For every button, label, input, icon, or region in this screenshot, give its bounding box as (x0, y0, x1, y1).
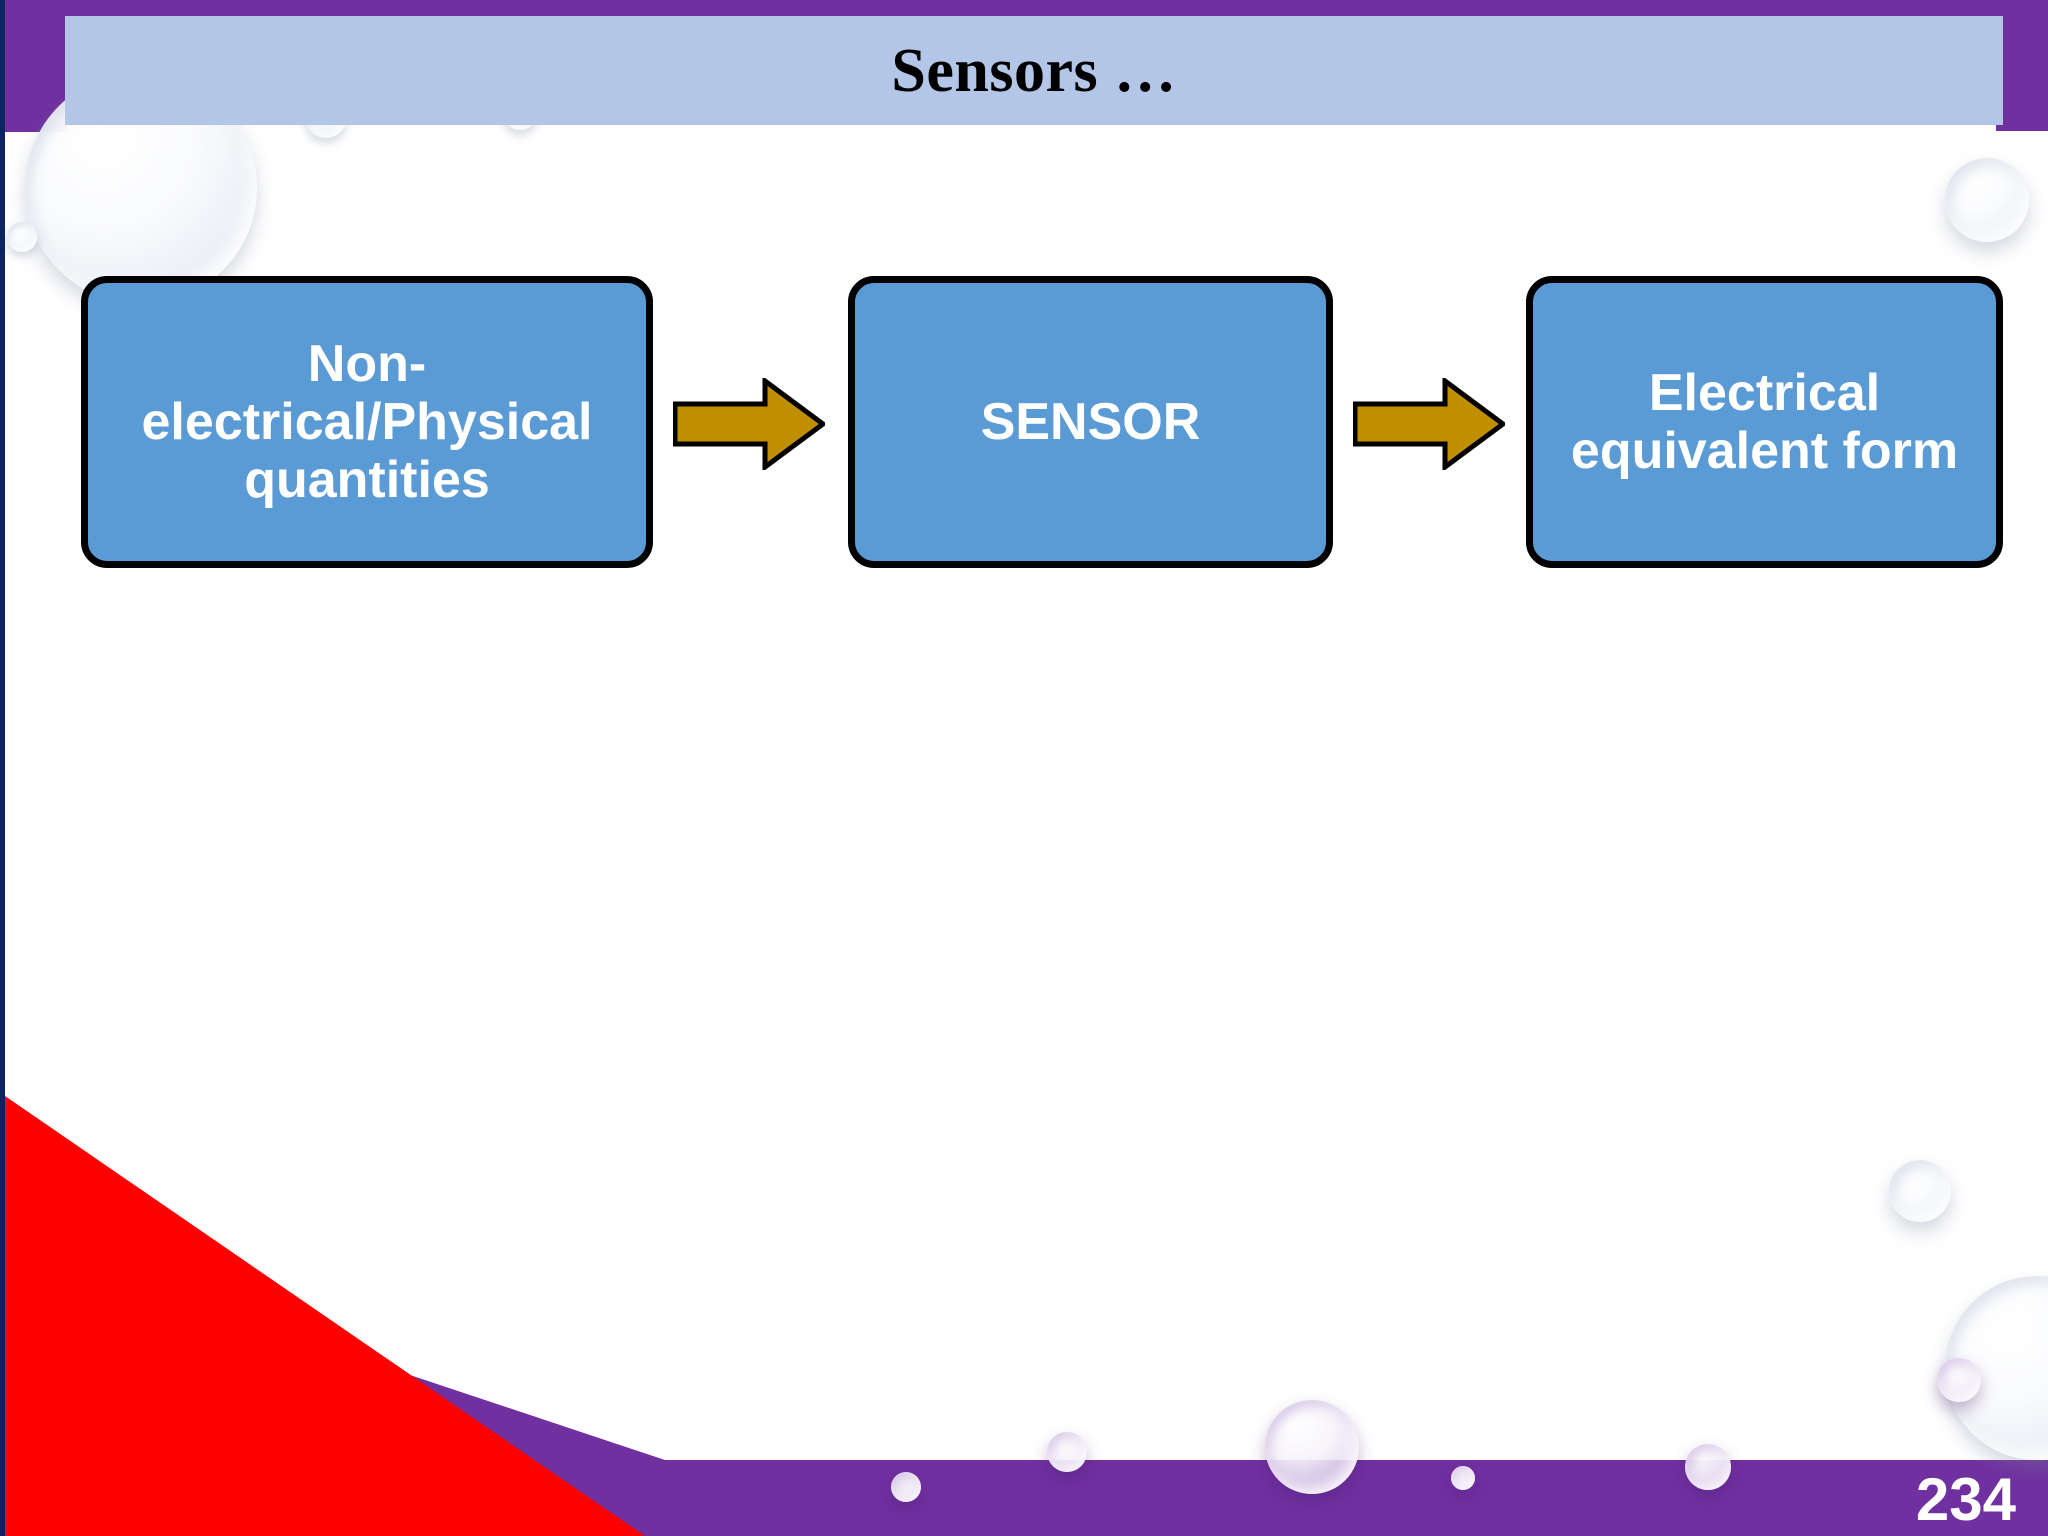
flow-box-sensor[interactable]: SENSOR (848, 276, 1333, 568)
flow-box-sensor-label: SENSOR (980, 392, 1201, 451)
arrow-right-icon (1352, 376, 1508, 472)
flow-box-output-label: Electrical equivalent form (1570, 363, 1959, 480)
sensor-flow-diagram: Non- electrical/Physical quantities SENS… (5, 276, 2048, 568)
arrow-right-icon (672, 376, 828, 472)
water-droplet-6 (1945, 1276, 2048, 1460)
water-droplet-4 (1945, 158, 2029, 242)
slide-title-band: Sensors … (65, 16, 2003, 125)
top-purple-right-block (1996, 0, 2048, 131)
top-purple-left-block (5, 0, 67, 132)
flow-arrow-right-icon-2 (1352, 376, 1508, 472)
water-droplet-5 (1889, 1160, 1951, 1222)
page-title: Sensors … (891, 36, 1177, 105)
bottom-red-triangle (5, 1096, 645, 1536)
water-droplet-3 (7, 222, 37, 252)
water-droplet-8 (1937, 1358, 1981, 1402)
flow-box-input-label: Non- electrical/Physical quantities (141, 334, 593, 510)
flow-box-input[interactable]: Non- electrical/Physical quantities (81, 276, 653, 568)
flow-arrow-right-icon-1 (672, 376, 828, 472)
page-number: 234 (1915, 1466, 2016, 1533)
flow-box-output[interactable]: Electrical equivalent form (1526, 276, 2003, 568)
